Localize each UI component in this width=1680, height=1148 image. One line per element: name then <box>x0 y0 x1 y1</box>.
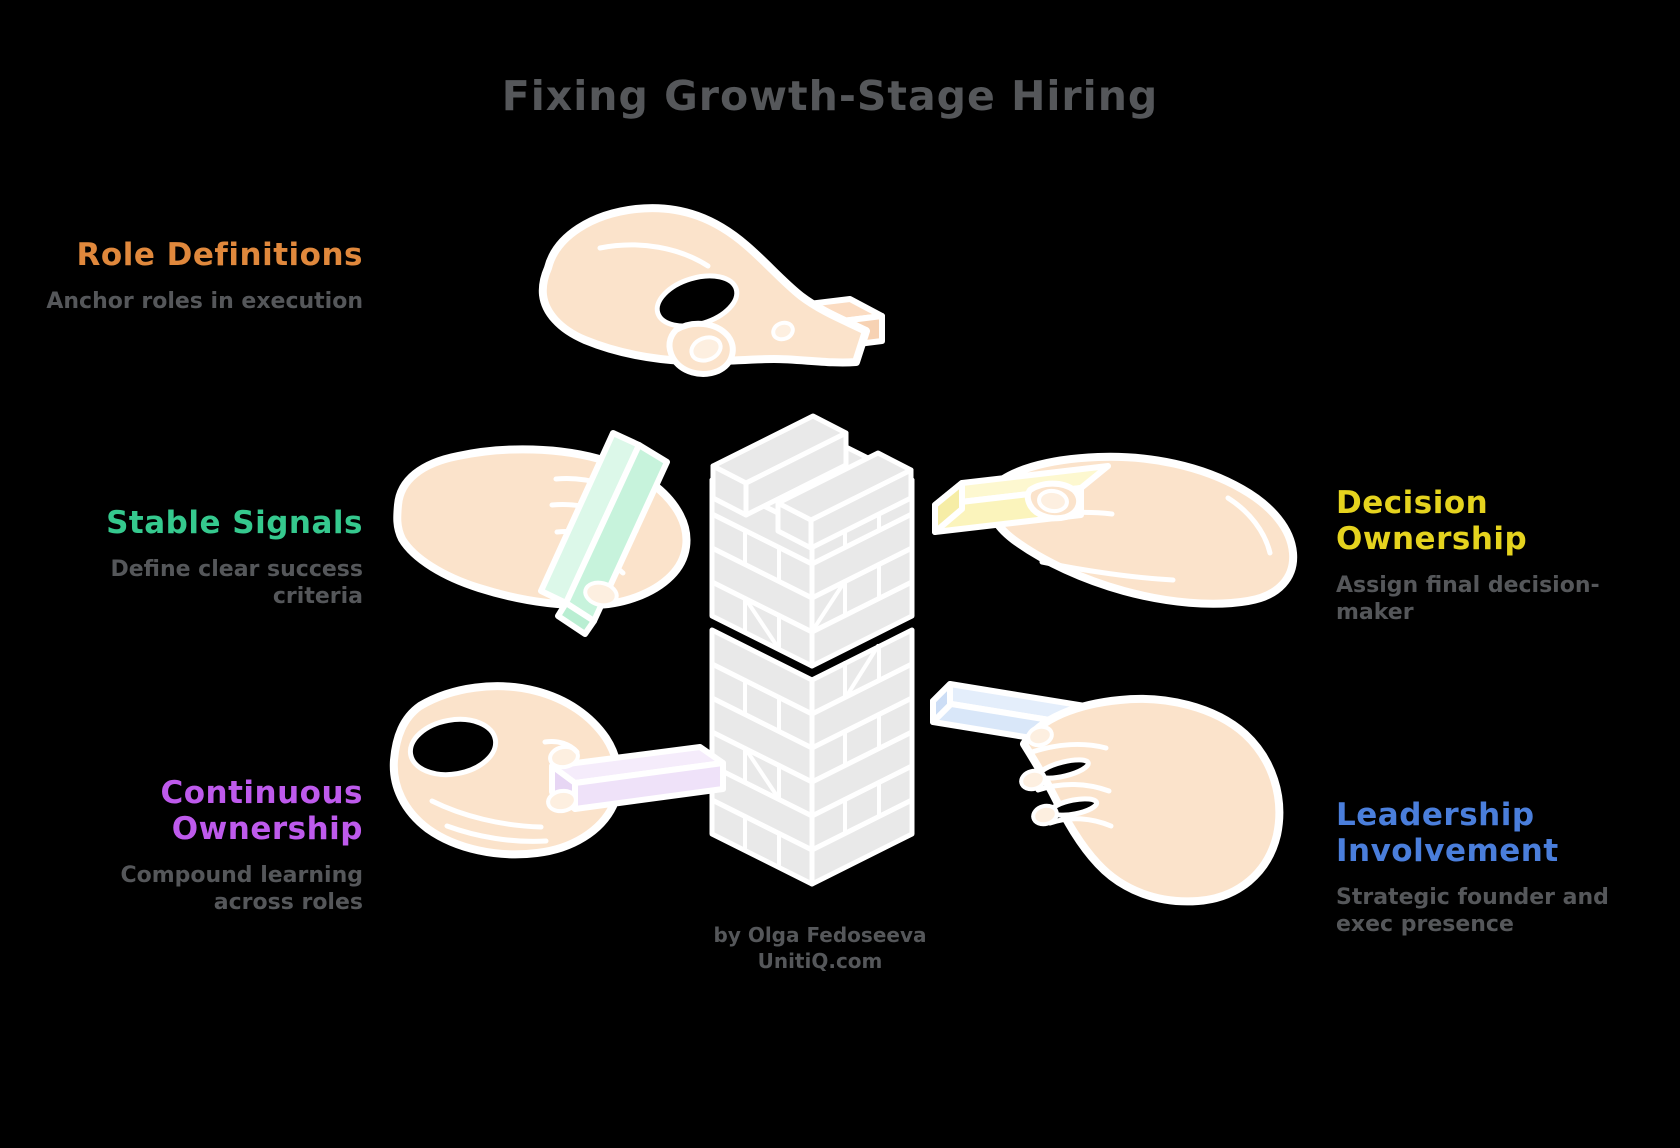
hand-holding-lavender-block-bottom-left <box>389 682 726 859</box>
principle-decision-ownership: Decision Ownership Assign final decision… <box>1336 485 1656 627</box>
principle-label: Leadership Involvement <box>1336 797 1559 869</box>
principle-leadership-involvement: Leadership Involvement Strategic founder… <box>1336 797 1656 939</box>
principle-continuous-ownership: Continuous Ownership Compound learning a… <box>43 775 363 917</box>
attribution: by Olga Fedoseeva UnitiQ.com <box>714 922 927 974</box>
principle-description: Assign final decision-maker <box>1336 572 1600 626</box>
hand-placing-peach-block-top <box>538 204 885 377</box>
principle-label: Continuous Ownership <box>160 775 363 847</box>
principle-label: Decision Ownership <box>1336 485 1528 557</box>
hand-holding-yellow-block-right <box>932 452 1298 608</box>
thumb-gap <box>407 716 499 778</box>
principle-description: Define clear success criteria <box>110 556 363 610</box>
mint-block <box>538 430 670 637</box>
principle-label: Role Definitions <box>76 237 363 273</box>
jenga-tower <box>709 413 915 887</box>
principle-description: Strategic founder and exec presence <box>1336 884 1609 938</box>
principle-description: Compound learning across roles <box>120 862 363 916</box>
attribution-site: UnitiQ.com <box>757 949 883 973</box>
hand-holding-mint-block-left <box>393 430 691 637</box>
principle-description: Anchor roles in execution <box>46 288 363 314</box>
tower-top-blocks <box>710 413 914 551</box>
page-title: Fixing Growth-Stage Hiring <box>501 72 1159 120</box>
principle-label: Stable Signals <box>106 505 363 541</box>
hand-holding-blue-block-bottom-right <box>930 681 1284 906</box>
attribution-author: by Olga Fedoseeva <box>713 923 927 947</box>
principle-role-definitions: Role Definitions Anchor roles in executi… <box>43 237 363 315</box>
principle-stable-signals: Stable Signals Define clear success crit… <box>43 505 363 611</box>
tower-lower-section <box>709 627 915 887</box>
